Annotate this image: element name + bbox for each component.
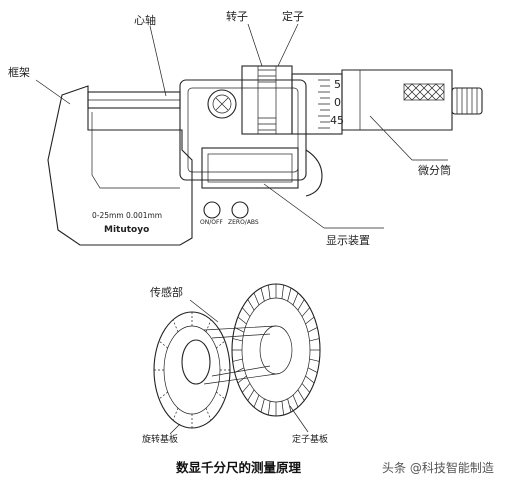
thimble-leader	[369, 115, 413, 161]
sensor-drawing	[153, 283, 321, 429]
sensor-cylinder-inner	[211, 333, 271, 377]
gear-tooth	[260, 398, 265, 413]
scale-mark-0: 0	[334, 96, 341, 109]
fixed-plate-leader	[289, 405, 309, 433]
frame-range-text: 0-25mm 0.001mm	[92, 211, 162, 220]
fixed-plate-ring	[241, 297, 311, 403]
sleeve-ticks	[318, 79, 330, 129]
gear-tooth	[297, 389, 305, 401]
gear-tooth	[301, 307, 310, 317]
gear-tooth	[301, 383, 310, 393]
gear-tooth	[242, 383, 251, 393]
display-screen	[201, 147, 299, 189]
watermark: 头条 @科技智能制造	[382, 460, 494, 475]
label-sensor-part: 传感部	[150, 285, 183, 299]
zero-abs-button	[231, 201, 249, 219]
label-rotor: 转子	[226, 9, 248, 23]
fixed-plate-teeth	[232, 284, 320, 416]
plate-spoke	[158, 391, 168, 400]
fixed-plate-disk	[231, 283, 321, 417]
lock-screw-inner	[212, 94, 232, 114]
frame-inner	[91, 112, 180, 189]
scale-mark-45: 45	[330, 114, 344, 127]
plate-spoke	[158, 340, 168, 349]
body-housing-inner	[187, 87, 299, 173]
gear-tooth	[292, 394, 299, 408]
gear-tooth	[237, 316, 247, 325]
gear-tooth	[309, 338, 320, 342]
rotor-hatch	[258, 69, 276, 131]
plate-spoke	[216, 340, 226, 349]
gear-tooth	[247, 389, 255, 401]
gear-tooth	[237, 375, 247, 384]
thimble	[341, 69, 453, 131]
on-off-button	[203, 201, 221, 219]
gear-tooth	[297, 299, 305, 311]
gear-tooth	[232, 358, 243, 362]
label-thimble: 微分筒	[418, 163, 451, 177]
gear-tooth	[260, 287, 265, 302]
label-rotating-plate: 旋转基板	[142, 433, 178, 445]
lock-screw-icon	[207, 89, 237, 119]
spindle-leader	[149, 25, 167, 97]
frame-leader	[35, 79, 71, 105]
gear-tooth	[307, 367, 318, 373]
rotating-plate-disk	[153, 311, 231, 429]
label-display: 显示装置	[326, 234, 370, 247]
on-off-label: ON/OFF	[200, 219, 223, 226]
gear-tooth	[232, 338, 243, 342]
zero-abs-label: ZERO/ABS	[228, 219, 259, 226]
gear-tooth	[305, 375, 315, 384]
sensor-cylinder	[203, 325, 277, 385]
gear-tooth	[268, 401, 271, 416]
thumb-wheel	[305, 149, 323, 197]
body-housing	[179, 79, 307, 181]
gear-tooth	[247, 299, 255, 311]
label-spindle: 心轴	[134, 13, 156, 27]
lock-screw-cross	[215, 97, 229, 111]
rotating-plate-spokes	[154, 312, 230, 428]
gear-tooth	[253, 292, 260, 306]
gear-tooth	[242, 307, 251, 317]
scale-mark-5: 5	[334, 78, 341, 91]
plate-spoke	[172, 407, 179, 421]
stator-block	[257, 65, 277, 135]
frame-outline	[47, 85, 193, 246]
plate-spoke	[216, 391, 226, 400]
display-screen-inner	[207, 153, 293, 183]
rotating-plate-hub	[181, 339, 211, 385]
stator-leader	[277, 23, 299, 67]
figure-caption: 数显千分尺的测量原理	[175, 460, 302, 475]
plate-spoke	[205, 407, 212, 421]
gear-tooth	[281, 284, 284, 299]
micrometer-labels: 框架 心轴 转子 定子 微分筒 显示装置	[8, 9, 451, 247]
ratchet-grooves	[456, 88, 478, 114]
rotating-plate-leader	[169, 423, 181, 435]
rotating-plate-ring	[163, 325, 221, 415]
gear-tooth	[292, 292, 299, 306]
plate-spoke	[172, 319, 179, 333]
gear-tooth	[281, 401, 284, 416]
thimble-knurl	[403, 83, 445, 101]
label-frame: 框架	[8, 66, 30, 79]
label-stator: 定子	[282, 9, 304, 23]
display-leader	[263, 183, 325, 229]
micrometer-drawing: 5 0 45 ON/OFF ZERO/ABS 0-25mm 0.001mm Mi…	[47, 65, 483, 246]
rotor-leader	[247, 23, 263, 67]
gear-tooth	[268, 284, 271, 299]
gear-tooth	[253, 394, 260, 408]
sensor-labels: 传感部 旋转基板 定子基板	[142, 285, 328, 445]
gear-tooth	[287, 287, 292, 302]
label-fixed-plate: 定子基板	[292, 433, 328, 445]
gear-tooth	[305, 316, 315, 325]
gear-tooth	[307, 327, 318, 333]
gear-tooth	[287, 398, 292, 413]
sensor-part-leader	[189, 299, 219, 323]
frame-brand-text: Mitutoyo	[104, 225, 149, 235]
gear-tooth	[309, 358, 320, 362]
